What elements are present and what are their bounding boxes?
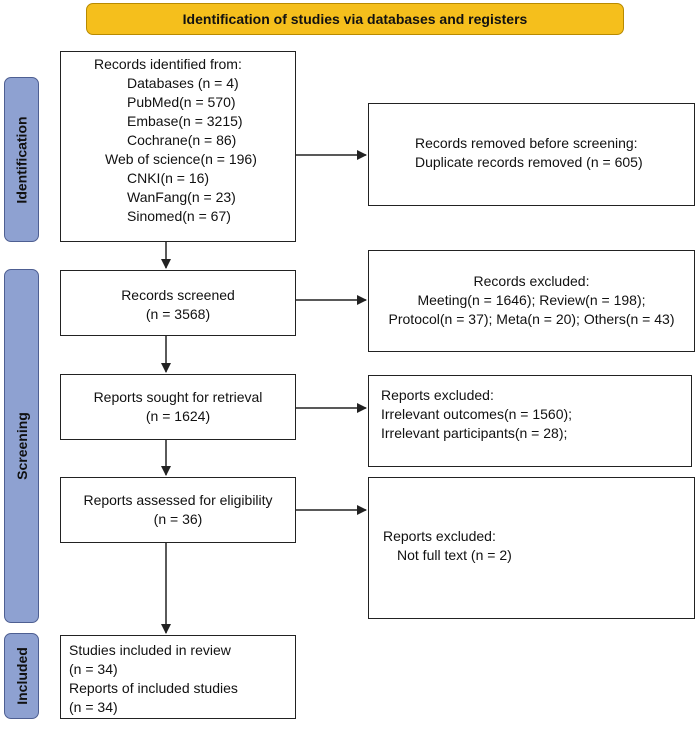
duplicates-removed-text: Duplicate records removed (n = 605) xyxy=(415,154,643,170)
reports-excluded-box-eligibility: Reports excluded: Not full text (n = 2) xyxy=(368,477,695,619)
records-excluded-heading: Records excluded: xyxy=(473,273,590,289)
source-item: Cochrane(n = 86) xyxy=(127,132,237,148)
reports-sought-count: (n = 1624) xyxy=(145,408,211,424)
studies-included-label: Studies included in review xyxy=(69,642,231,658)
reports-excluded-heading: Reports excluded: xyxy=(381,387,494,403)
reports-sought-label: Reports sought for retrieval xyxy=(93,389,263,405)
source-item: PubMed(n = 570) xyxy=(127,94,236,110)
source-item: Embase(n = 3215) xyxy=(127,113,243,129)
records-identified-heading: Records identified from: xyxy=(94,56,242,72)
source-item: CNKI(n = 16) xyxy=(127,170,210,186)
reports-sought-box: Reports sought for retrieval (n = 1624) xyxy=(60,374,296,440)
studies-included-box: Studies included in review (n = 34) Repo… xyxy=(60,635,296,719)
records-excluded-box: Records excluded: Meeting(n = 1646); Rev… xyxy=(368,250,695,352)
reports-excluded-heading: Reports excluded: xyxy=(383,528,496,544)
reports-included-label: Reports of included studies xyxy=(69,680,238,696)
records-screened-box: Records screened (n = 3568) xyxy=(60,270,296,336)
source-item: Databases (n = 4) xyxy=(127,75,239,91)
source-item: WanFang(n = 23) xyxy=(127,189,236,205)
records-removed-heading: Records removed before screening: xyxy=(415,135,638,151)
phase-label-screening: Screening xyxy=(4,269,39,623)
reports-excluded-line: Irrelevant outcomes(n = 1560); xyxy=(381,406,573,422)
reports-excluded-line: Irrelevant participants(n = 28); xyxy=(381,425,568,441)
studies-included-count: (n = 34) xyxy=(69,661,118,677)
records-removed-box: Records removed before screening: Duplic… xyxy=(368,103,695,206)
diagram-title: Identification of studies via databases … xyxy=(182,11,528,27)
source-item: Web of science(n = 196) xyxy=(105,151,257,167)
reports-assessed-box: Reports assessed for eligibility (n = 36… xyxy=(60,477,296,543)
phase-label-identification: Identification xyxy=(4,77,39,242)
phase-label-included: Included xyxy=(4,633,39,719)
source-item: Sinomed(n = 67) xyxy=(127,208,231,224)
reports-included-count: (n = 34) xyxy=(69,699,118,715)
records-screened-count: (n = 3568) xyxy=(145,306,211,322)
reports-assessed-label: Reports assessed for eligibility xyxy=(83,492,273,508)
reports-excluded-line: Not full text (n = 2) xyxy=(397,547,512,563)
reports-excluded-box-retrieval: Reports excluded: Irrelevant outcomes(n … xyxy=(368,375,692,467)
records-identified-box: Records identified from: Databases (n = … xyxy=(60,51,296,242)
records-excluded-line: Protocol(n = 37); Meta(n = 20); Others(n… xyxy=(388,311,675,327)
records-excluded-line: Meeting(n = 1646); Review(n = 198); xyxy=(417,292,646,308)
diagram-title-banner: Identification of studies via databases … xyxy=(86,3,624,35)
reports-assessed-count: (n = 36) xyxy=(153,511,203,527)
records-screened-label: Records screened xyxy=(121,287,235,303)
